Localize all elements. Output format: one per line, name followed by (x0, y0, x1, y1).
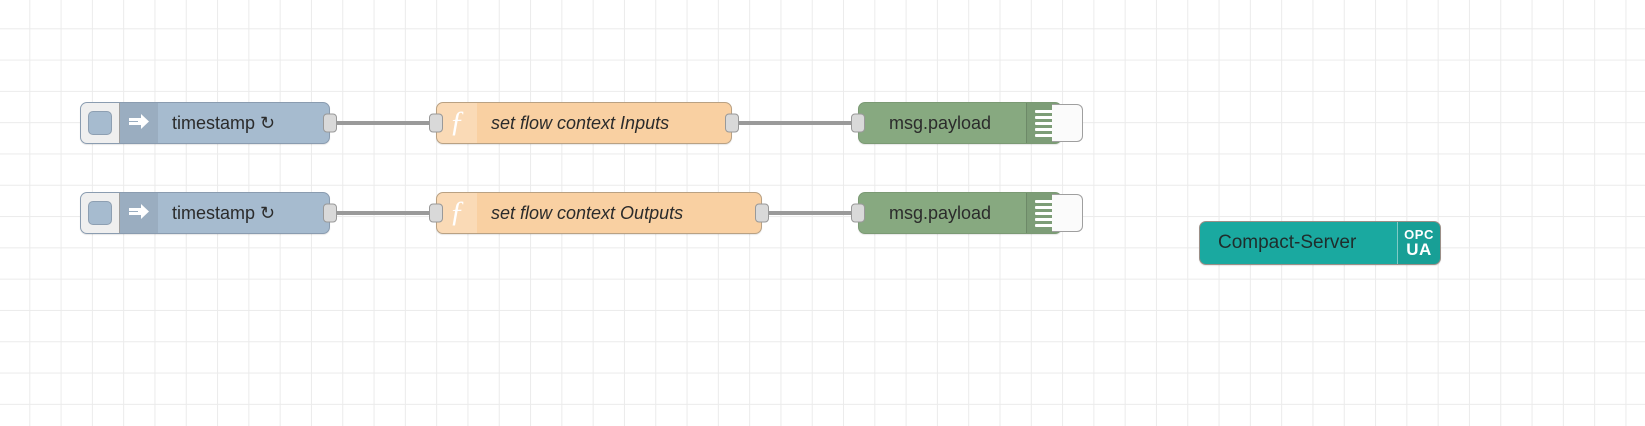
opcua-server-label: Compact-Server (1218, 232, 1357, 253)
opcua-server-node[interactable]: Compact-Server OPC UA (1199, 221, 1441, 265)
debug-node-label: msg.payload (889, 112, 992, 133)
output-port[interactable] (323, 113, 337, 133)
debug-node-1[interactable]: msg.payload (851, 102, 1083, 144)
inject-trigger-button[interactable] (81, 193, 120, 233)
function-node-label: set flow context Outputs (491, 202, 684, 223)
debug-toggle-button[interactable] (1052, 194, 1083, 232)
output-port[interactable] (725, 113, 739, 133)
input-port[interactable] (429, 113, 443, 133)
function-node-2[interactable]: ƒ set flow context Outputs (429, 192, 769, 234)
inject-trigger-button-face (88, 111, 112, 135)
inject-arrow-icon (120, 193, 158, 233)
output-port[interactable] (755, 203, 769, 223)
inject-node-1[interactable]: timestamp ↻ (80, 102, 337, 144)
inject-trigger-button-face (88, 201, 112, 225)
input-port[interactable] (851, 203, 865, 223)
inject-arrow-icon (120, 103, 158, 143)
input-port[interactable] (851, 113, 865, 133)
input-port[interactable] (429, 203, 443, 223)
opc-ua-badge-icon: OPC UA (1397, 222, 1440, 264)
debug-node-label: msg.payload (889, 202, 992, 223)
inject-trigger-button[interactable] (81, 103, 120, 143)
debug-toggle-button[interactable] (1052, 104, 1083, 142)
opc-ua-badge-line2: UA (1406, 239, 1432, 259)
function-node-label: set flow context Inputs (491, 112, 670, 133)
wire-function-to-debug-1 (732, 121, 860, 125)
inject-node-2[interactable]: timestamp ↻ (80, 192, 337, 234)
wire-inject-to-function-1 (330, 121, 438, 125)
debug-node-2[interactable]: msg.payload (851, 192, 1083, 234)
function-node-1[interactable]: ƒ set flow context Inputs (429, 102, 739, 144)
inject-node-label: timestamp ↻ (172, 202, 276, 223)
wire-inject-to-function-2 (330, 211, 438, 215)
function-f-icon: ƒ (437, 193, 477, 233)
inject-node-label: timestamp ↻ (172, 112, 276, 133)
wire-function-to-debug-2 (762, 211, 860, 215)
output-port[interactable] (323, 203, 337, 223)
function-f-icon: ƒ (437, 103, 477, 143)
opc-ua-badge-line1: OPC (1404, 226, 1434, 242)
